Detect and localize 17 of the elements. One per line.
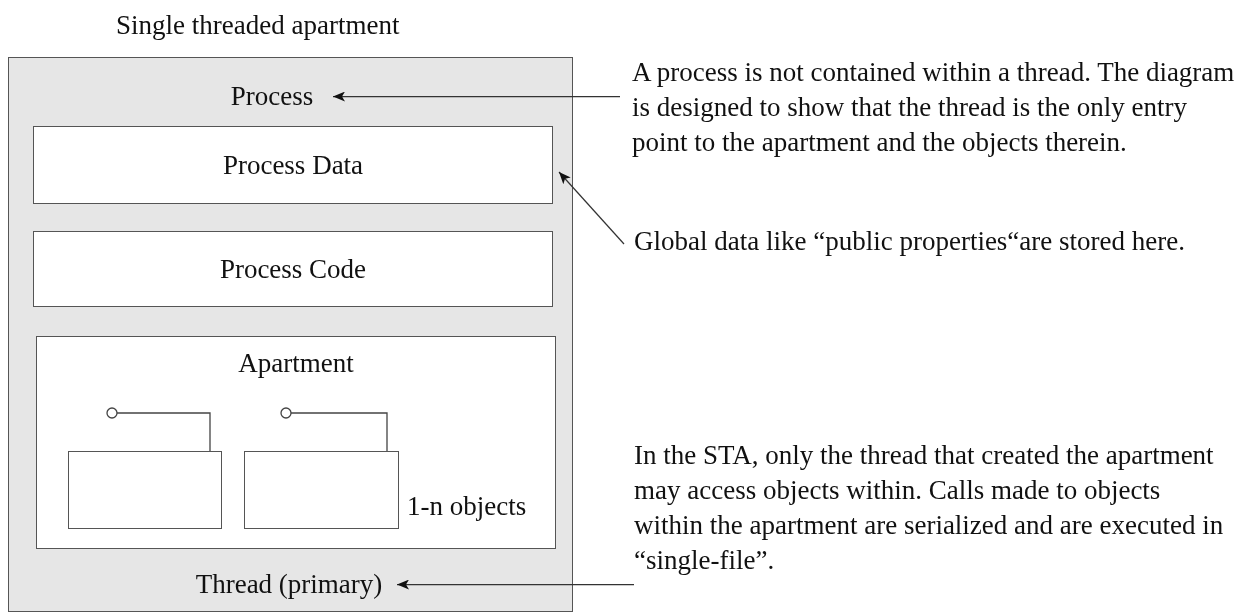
object-box [68,451,222,529]
note-text: A process is not contained within a thread. The diagram is designed to show that the thread is the only entry point to the apartment and the objects therein. [632,55,1237,161]
apartment-box [36,336,556,549]
object-box [244,451,399,529]
node-label: Process [217,79,327,115]
node-label: Thread (primary) [187,567,391,603]
arrow [396,579,635,590]
process-box [8,57,573,612]
objects-label: 1-n objects [407,491,527,522]
arrow [332,91,621,102]
arrow [558,171,625,245]
box-heading: Apartment [237,347,355,380]
note-text: Global data like “public properties“are stored here. [634,224,1194,260]
process-box: Process Data [33,126,553,204]
diagram-title: Single threaded apartment [116,10,400,41]
note-text: In the STA, only the thread that created the apartment may access objects within. Calls made to objects within the apartment are serialized and are executed in “single-file”. [634,438,1234,579]
process-box: Process Code [33,231,553,307]
